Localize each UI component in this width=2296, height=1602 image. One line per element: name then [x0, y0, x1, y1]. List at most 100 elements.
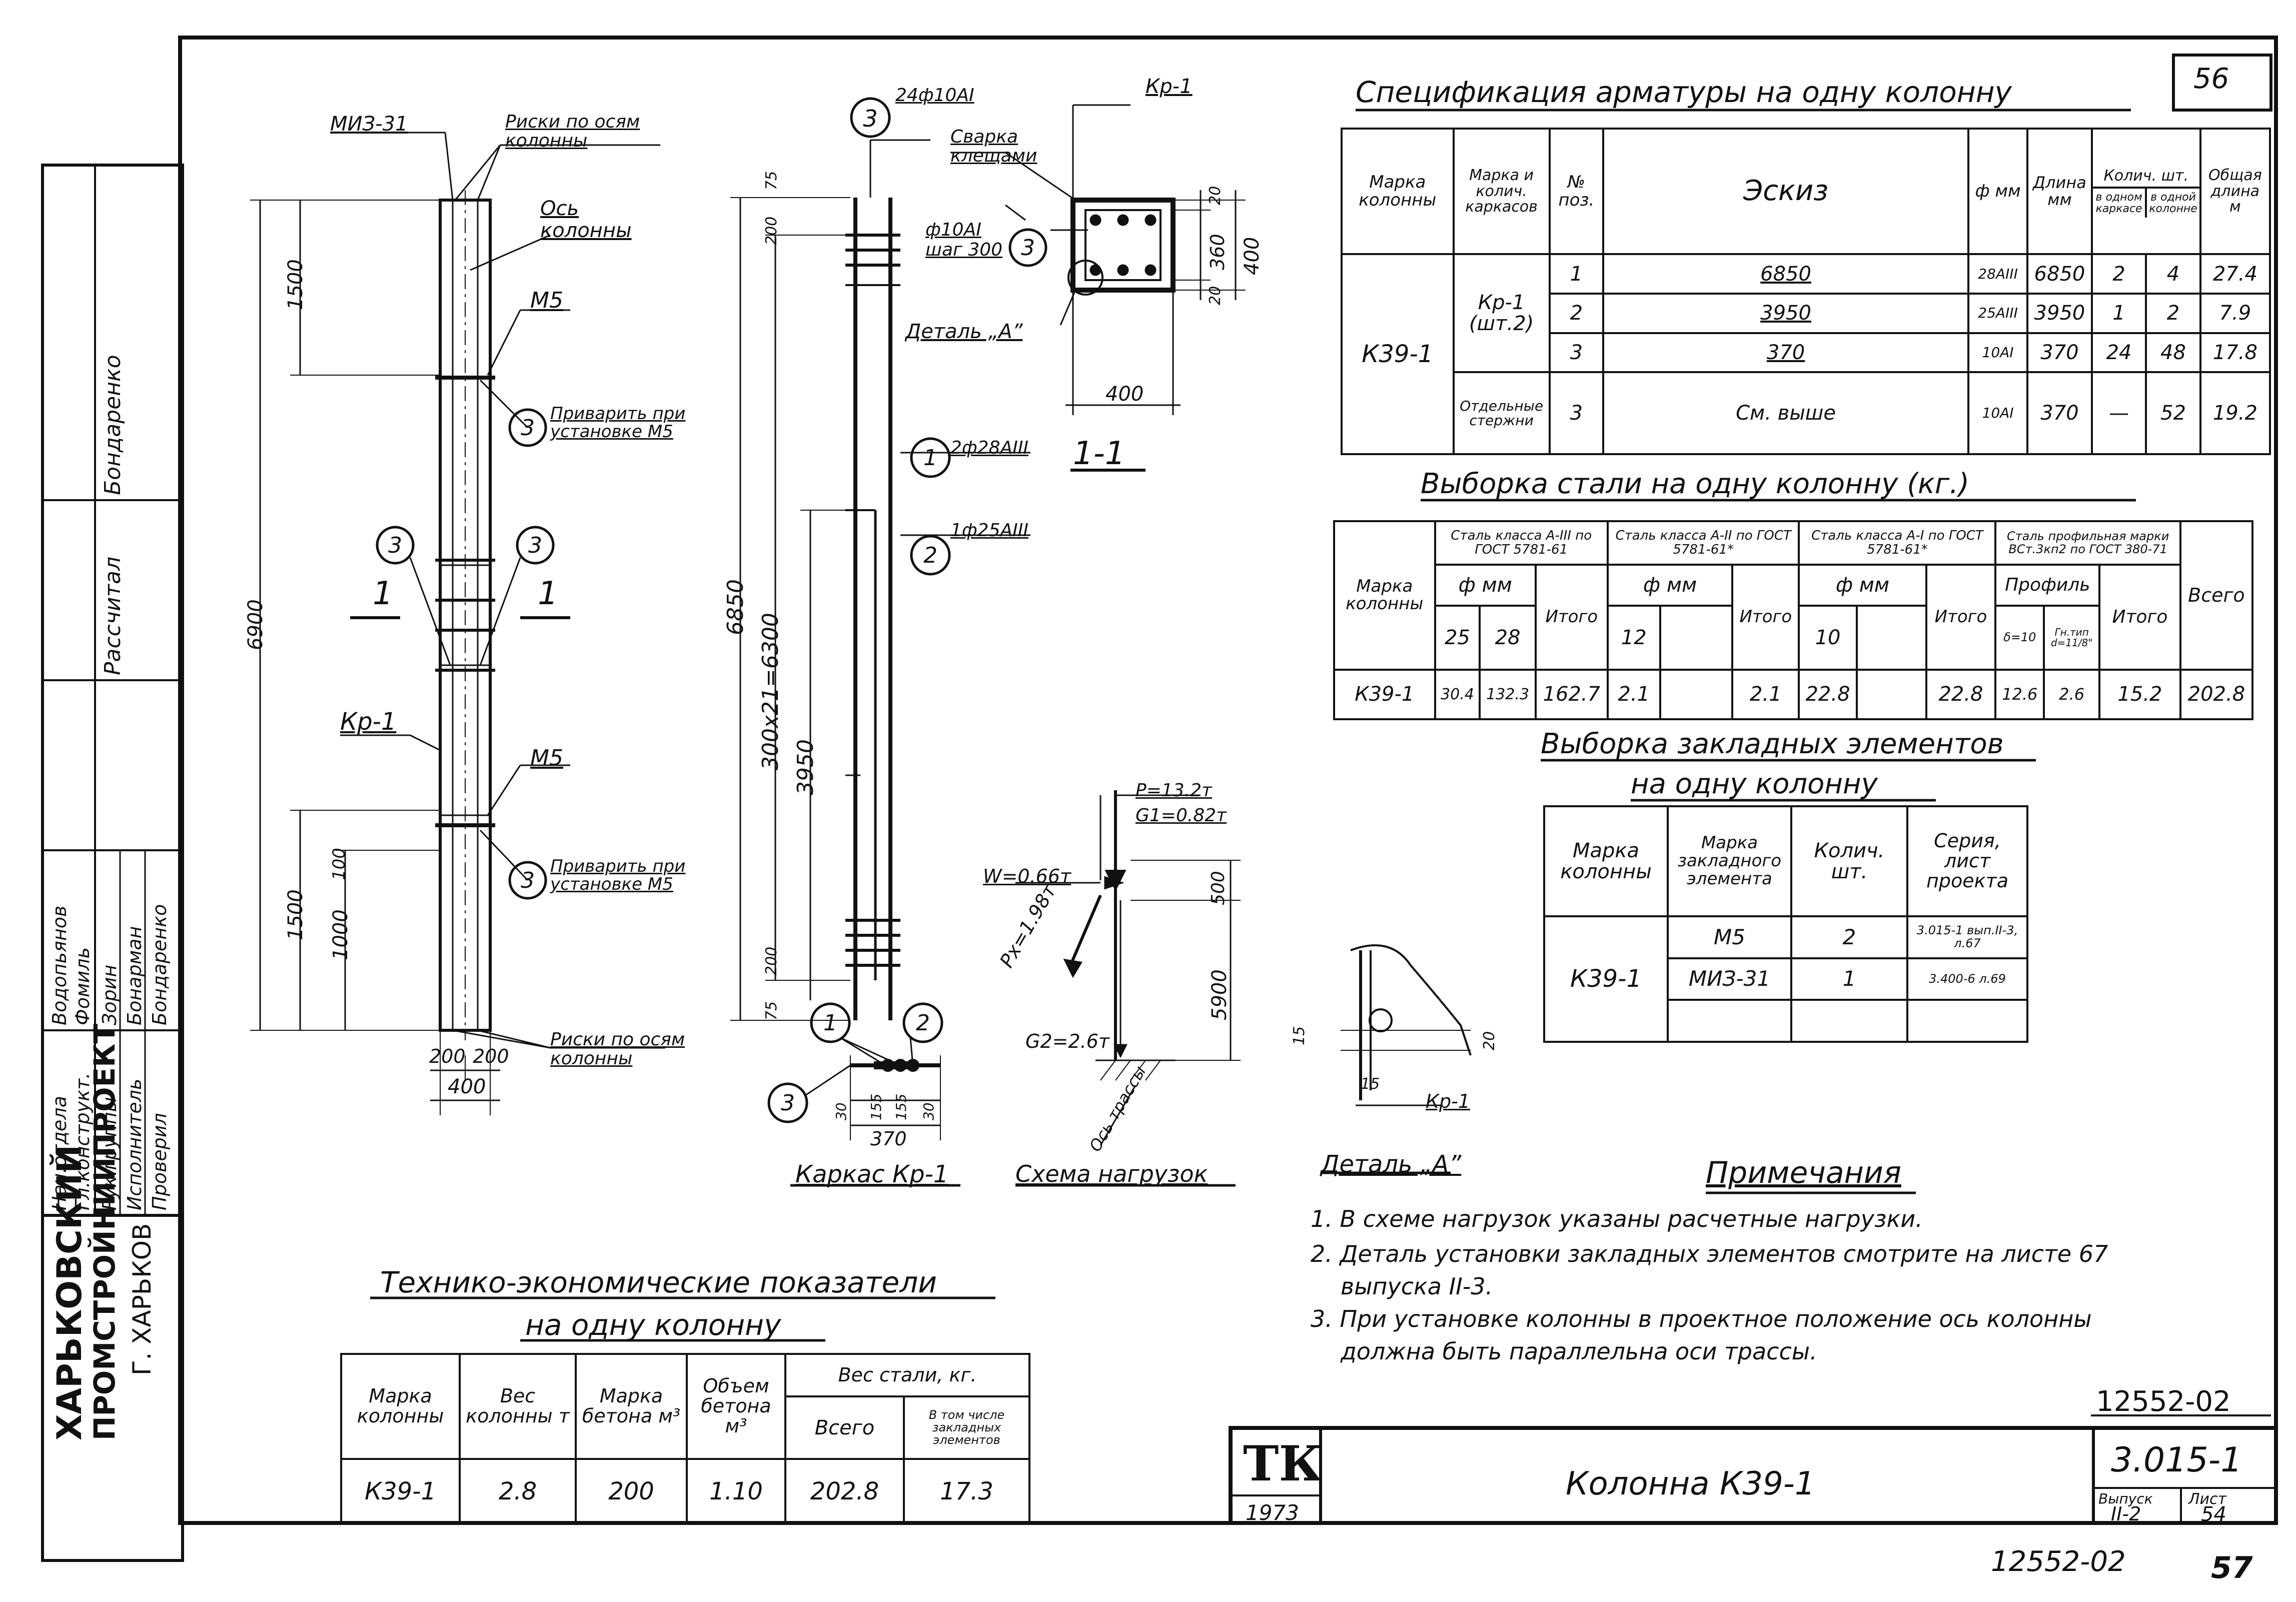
spec-r1-sketch: 6850: [1602, 253, 1969, 295]
spec-h-mark: Марка колонны: [1341, 127, 1455, 256]
title-sheet-number: 54: [2201, 1503, 2226, 1526]
spec-h-pos: № поз.: [1548, 127, 1605, 256]
spec-r1-total: 27.4: [2199, 253, 2271, 295]
spec-h-cage: Марка и колич. каркасов: [1452, 127, 1551, 256]
callout-3-d: 3: [521, 868, 535, 893]
callout-3-a: 3: [388, 533, 402, 558]
steel-r-12: 2.1: [1606, 668, 1661, 721]
steel-r-itogo3: 22.8: [1925, 668, 1997, 721]
spec-r4-n1: —: [2090, 371, 2147, 455]
spec-r2-len: 3950: [2026, 292, 2093, 334]
spec-r1-pos: 1: [1548, 253, 1605, 295]
steel-h-nut: Гн.тип d=11/8": [2043, 604, 2101, 671]
detail-d20: 20: [1481, 1031, 1498, 1050]
section-dim-w: 400: [1105, 383, 1144, 406]
dim-elev-small: 100: [329, 848, 349, 880]
section-mark-right: 1: [538, 575, 558, 612]
spec-r3-len: 370: [2026, 332, 2093, 374]
embed-table: Марка колонны Марка закладного элемента …: [1543, 805, 2028, 1043]
section-weld: Сварка клещами: [950, 127, 1037, 166]
spec-r4-len: 370: [2026, 371, 2093, 455]
stamp-name-5: Бондаренко: [149, 904, 171, 1025]
steel-h-profile: Профиль: [1994, 564, 2101, 607]
steel-h-itogo1: Итого: [1534, 564, 1609, 671]
embed-h-mark: Марка колонны: [1543, 805, 1669, 917]
steel-h-12: 12: [1606, 604, 1661, 671]
cage-drawing: [730, 97, 1030, 1187]
note-2-cont: выпуска II-3.: [1341, 1273, 1493, 1300]
steel-r-28: 132.3: [1479, 668, 1537, 721]
steel-h-25: 25: [1434, 604, 1481, 671]
steel-h-itogo3: Итого: [1925, 564, 1997, 671]
label-weld-top: Приварить при установке М5: [550, 404, 686, 442]
embed-r1-el: М5: [1667, 915, 1792, 959]
cage-sec-callout-3: 3: [781, 1090, 795, 1116]
footer-page: 57: [2211, 1550, 2253, 1585]
label-kr-elevation: Кр-1: [340, 708, 397, 736]
load-title: Схема нагрузок: [1015, 1160, 1208, 1187]
tech-h-weight: Вес колонны т: [459, 1353, 577, 1460]
steel-h-dia3: ф мм: [1798, 564, 1927, 607]
label-m5-top: М5: [530, 288, 563, 313]
spec-group2: Отдельные стержни: [1452, 371, 1551, 455]
stamp-role-header-2: Рассчитал: [100, 556, 126, 675]
embed-h-n: Колич. шт.: [1790, 805, 1908, 917]
embed-title2: на одну колонну: [1631, 768, 1878, 800]
spec-r2-d: 25AIII: [1967, 292, 2029, 334]
embed-r3-n: [1790, 999, 1908, 1043]
spec-h-count-label: Колич. шт.: [2092, 165, 2199, 189]
tech-r-volume: 1.10: [686, 1458, 786, 1525]
embed-r2-el: МИЗ-31: [1667, 957, 1792, 1001]
cage-sec-dim-a: 30: [833, 1102, 849, 1120]
dim-elev-w1: 200: [429, 1045, 466, 1067]
label-marks-bottom: Риски по осям колонны: [550, 1029, 685, 1069]
steel-h-blank2: [1659, 604, 1734, 671]
spec-r1-d: 28AIII: [1967, 253, 2029, 295]
spec-r4-sketch: См. выше: [1602, 371, 1969, 455]
stamp-name-1: Водопьянов: [49, 905, 71, 1025]
cage-callout-1: 1: [923, 445, 937, 471]
cage-callout-3: 3: [863, 105, 878, 132]
cage-sec-callout-1: 1: [823, 1010, 837, 1036]
section-callout: 3: [1021, 235, 1035, 261]
cage-sec-dim-b: 155: [868, 1093, 884, 1120]
spec-r2-sketch: 3950: [1602, 292, 1969, 334]
load-d5900: 5900: [1208, 969, 1231, 1020]
load-g1: G1=0.82т: [1135, 805, 1227, 826]
steel-title: Выборка стали на одну колонну (кг.): [1421, 468, 1969, 500]
spec-r2-total: 7.9: [2199, 292, 2271, 334]
embed-r2-n: 1: [1790, 957, 1908, 1001]
spec-r3-n2: 48: [2145, 332, 2201, 374]
embed-mark: К39-1: [1543, 915, 1669, 1043]
detail-kr: Кр-1: [1426, 1090, 1470, 1112]
stamp-name-3: Зорин: [99, 964, 121, 1025]
note-2: 2. Деталь установки закладных элементов …: [1311, 1240, 2108, 1267]
steel-h-10: 10: [1798, 604, 1858, 671]
spec-r2-n1: 1: [2090, 292, 2147, 334]
steel-h-itogo2: Итого: [1731, 564, 1800, 671]
note-3: 3. При установке колонны в проектное пол…: [1311, 1305, 2092, 1332]
steel-h-class1: Сталь класса А-III по ГОСТ 5781-61: [1434, 520, 1609, 566]
spec-r2-n2: 2: [2145, 292, 2201, 334]
cage-sec-dim-c: 155: [893, 1093, 909, 1120]
title-year: 1973: [1246, 1500, 1299, 1525]
note-1: 1. В схеме нагрузок указаны расчетные на…: [1311, 1205, 1923, 1232]
section-dim-h: 400: [1241, 237, 1264, 275]
section-dim-inner: 360: [1207, 234, 1229, 270]
cage-dim-200a: 200: [763, 216, 780, 245]
cage-top-label: 24ф10AI: [895, 85, 974, 106]
tech-r-weight: 2.8: [459, 1458, 577, 1525]
tech-h-mark: Марка колонны: [340, 1353, 461, 1460]
embed-title: Выборка закладных элементов: [1541, 728, 2004, 760]
title-block-lines: [1229, 1414, 2278, 1525]
tech-r-embed: 17.3: [903, 1458, 1030, 1525]
title-name: Колонна К39-1: [1566, 1465, 1815, 1502]
steel-r-25: 30.4: [1434, 668, 1481, 721]
steel-h-class2: Сталь класса А-II по ГОСТ 5781-61*: [1606, 520, 1800, 566]
cage-sec-callout-2: 2: [916, 1010, 930, 1036]
embed-r3-el: [1667, 999, 1792, 1043]
tech-h-steel: Вес стали, кг.: [784, 1353, 1030, 1397]
load-p: P=13.2т: [1135, 780, 1212, 801]
title-series: 3.015-1: [2111, 1440, 2242, 1480]
embed-r1-n: 2: [1790, 915, 1908, 959]
